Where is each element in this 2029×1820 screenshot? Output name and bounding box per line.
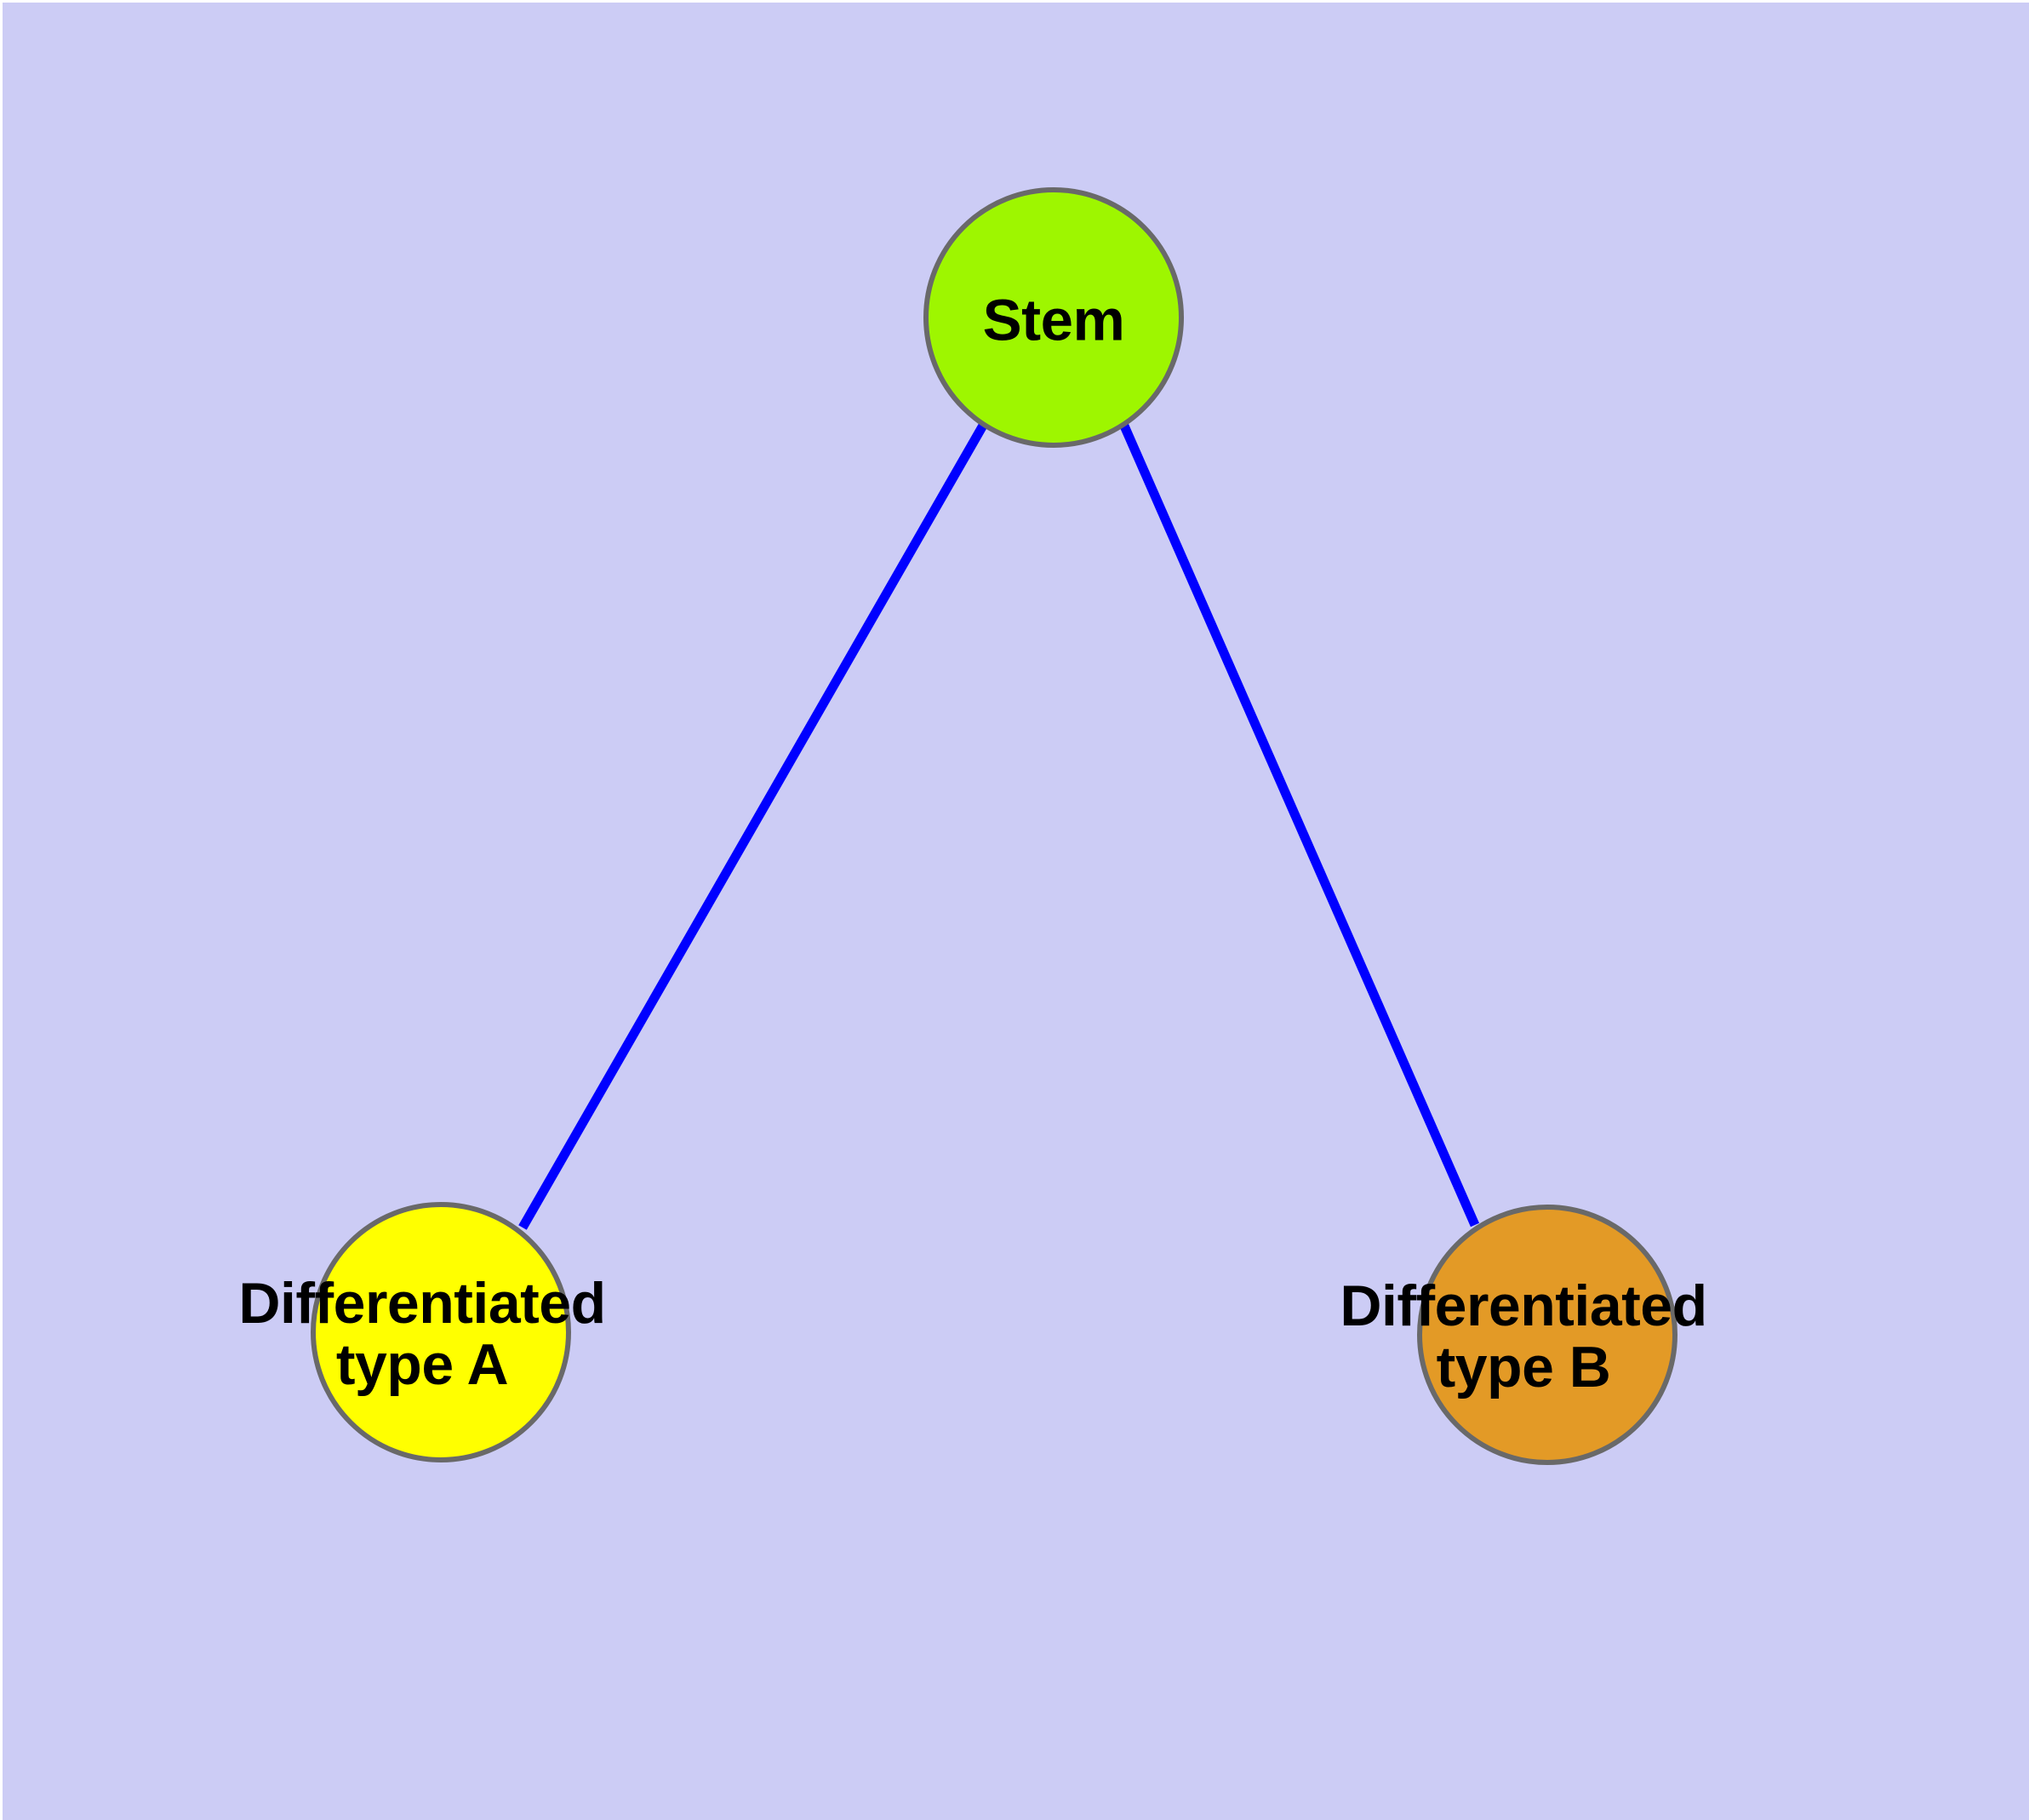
graph-edge-stem-diff_b[interactable] <box>1118 421 1480 1228</box>
edge-layer <box>518 421 1480 1230</box>
graph-node-diff_b[interactable] <box>1417 1205 1677 1465</box>
graph-node-diff_a[interactable] <box>311 1202 571 1462</box>
graph-edge-stem-diff_a[interactable] <box>518 421 988 1230</box>
graph-node-stem[interactable] <box>923 187 1184 448</box>
node-layer <box>311 187 1677 1465</box>
